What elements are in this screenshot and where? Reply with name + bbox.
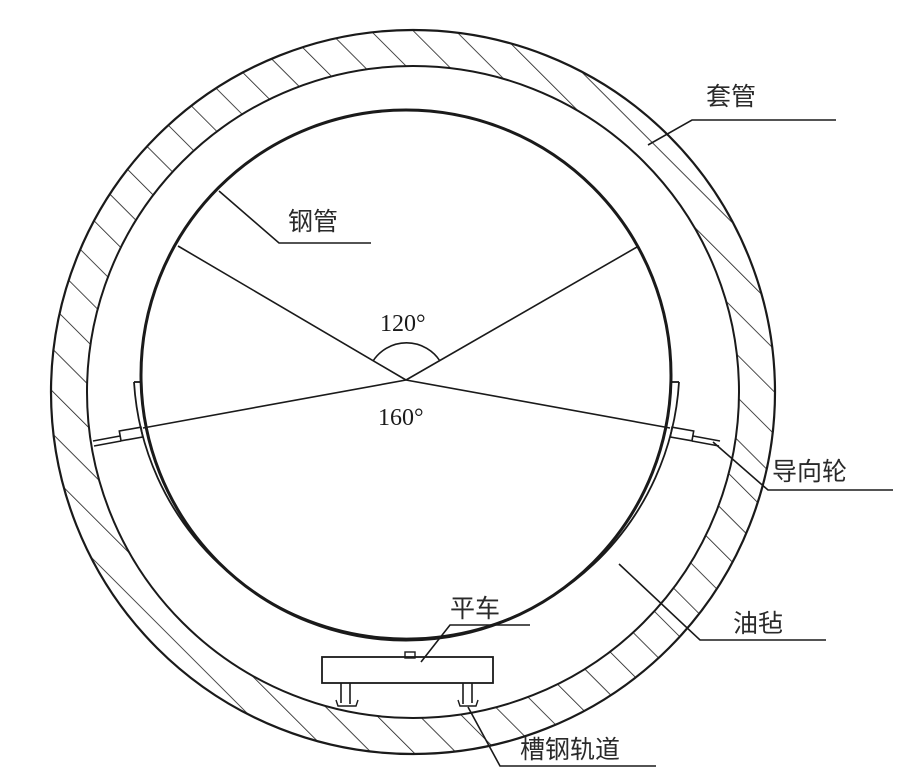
angle-label-160: 160°: [378, 405, 424, 431]
flat-car: [321, 651, 494, 704]
channel-rails: [335, 699, 479, 707]
angle-160-lines: [142, 379, 671, 429]
guide-wheel-right: [669, 426, 721, 447]
label-guide-wheel: 导向轮: [772, 457, 847, 486]
guide-wheel-left: [92, 426, 144, 447]
label-oil-felt: 油毡: [733, 609, 783, 638]
angle-120-lines: [177, 245, 638, 381]
steel-pipe: [139, 108, 673, 642]
leader-lines: [218, 119, 893, 767]
label-flat-car: 平车: [450, 594, 500, 623]
label-casing: 套管: [706, 82, 756, 111]
label-channel-rail: 槽钢轨道: [520, 735, 620, 764]
angle-label-120: 120°: [380, 311, 426, 337]
label-steel-pipe: 钢管: [288, 207, 338, 236]
oil-felt-liner: [133, 381, 680, 640]
